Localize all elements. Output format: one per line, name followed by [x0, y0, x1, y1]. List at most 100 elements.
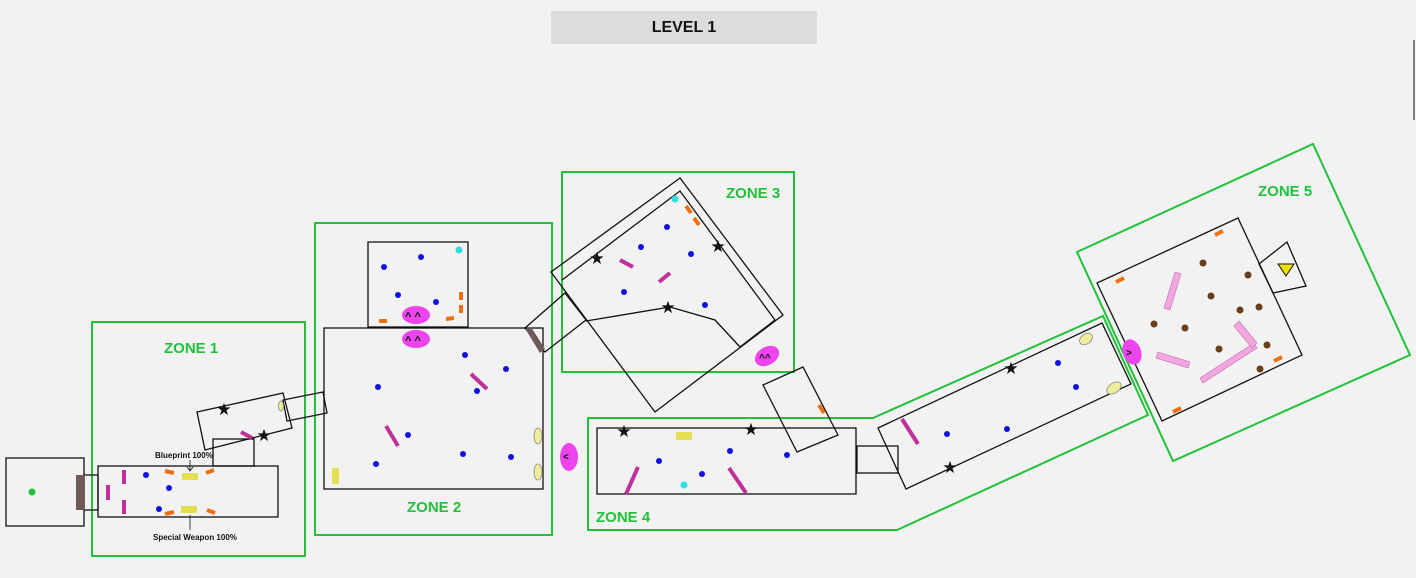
zone-5-exit-room	[1258, 240, 1307, 294]
enemy-dot	[508, 454, 514, 460]
zone-5-room	[1096, 217, 1303, 422]
enemy-dot	[462, 352, 468, 358]
star-icon: ★	[589, 249, 604, 269]
zone-2-border	[314, 222, 553, 536]
start-room	[5, 457, 85, 527]
star-icon: ★	[743, 420, 758, 440]
barrel	[1079, 332, 1093, 346]
cover-bar	[619, 258, 634, 269]
heavy-enemy-dot	[1150, 320, 1158, 328]
enemy-dot	[381, 264, 387, 270]
svg-text:>: >	[1126, 348, 1132, 359]
special-enemy-dot	[455, 246, 463, 254]
spawn-pods: ^ ^ ^ ^ < ^^ >	[402, 306, 1142, 471]
start-point	[28, 488, 36, 496]
special-enemy-dot	[680, 481, 688, 489]
ammo-pickup	[205, 468, 215, 475]
star-icon: ★	[616, 422, 631, 442]
enemy-dot	[656, 458, 662, 464]
enemy-dot	[699, 471, 705, 477]
boss-wall	[1233, 320, 1258, 349]
enemy-dot	[1073, 384, 1079, 390]
enemy-dot	[638, 244, 644, 250]
enemy-dot	[503, 366, 509, 372]
boss-wall	[1155, 351, 1191, 369]
enemy-dot	[433, 299, 439, 305]
enemy-dot	[166, 485, 172, 491]
star-icon: ★	[942, 458, 957, 478]
zone-2-main-room	[323, 327, 544, 490]
zone-3-border	[561, 171, 795, 373]
heavy-enemy-dot	[1215, 345, 1223, 353]
special-weapon-annotation: Special Weapon 100%	[153, 533, 237, 542]
ammo-pickup	[206, 508, 216, 515]
enemy-dot	[156, 506, 162, 512]
cover-bar	[240, 430, 253, 440]
enemy-dot	[373, 461, 379, 467]
svg-text:^^: ^^	[759, 353, 771, 364]
zone-4-label: ZONE 4	[596, 509, 651, 526]
ammo-pickup	[445, 316, 455, 321]
zone-5-label: ZONE 5	[1258, 183, 1312, 200]
ammo-pickup	[164, 469, 175, 475]
boss-wall	[1199, 342, 1258, 384]
enemy-dot	[395, 292, 401, 298]
barrel	[1106, 381, 1122, 395]
zone-4-long-corridor	[877, 322, 1132, 490]
heavy-enemy-dot	[1236, 306, 1244, 314]
barrel	[278, 400, 284, 412]
zone-1-border	[91, 321, 306, 557]
ammo-pickup	[1172, 406, 1182, 414]
ammo-pickup	[817, 403, 826, 415]
enemy-dot	[702, 302, 708, 308]
heavy-enemy-dot	[1207, 292, 1215, 300]
zone-4-border	[587, 314, 1150, 531]
zone-1-stair-room	[212, 438, 255, 467]
blueprint-arrow-head	[186, 466, 194, 472]
spawn-pod: <	[560, 443, 578, 471]
enemy-dot	[944, 431, 950, 437]
zone-2-label: ZONE 2	[407, 499, 461, 516]
star-icon: ★	[216, 400, 231, 420]
level-title: LEVEL 1	[551, 11, 817, 44]
cover-bar	[727, 466, 748, 495]
ammo-pickup	[1214, 229, 1224, 237]
zone-3-inner-floor	[585, 306, 741, 348]
cover-bar	[657, 271, 672, 284]
heavy-enemy-dot	[1199, 259, 1207, 267]
spawn-pod: ^ ^	[402, 330, 430, 348]
door	[76, 475, 85, 510]
spawn-pod: ^ ^	[402, 306, 430, 324]
enemy-dot	[405, 432, 411, 438]
blueprint-pickup	[182, 473, 198, 480]
enemy-dot	[727, 448, 733, 454]
ammo-pickup	[164, 510, 175, 516]
zone-1-main-room	[97, 465, 279, 518]
zone-5-border	[1075, 142, 1412, 463]
barrel	[533, 463, 543, 481]
enemy-dot	[143, 472, 149, 478]
barrel	[533, 427, 543, 445]
cover-bar	[469, 372, 489, 391]
heavy-enemy-dot	[1256, 365, 1264, 373]
star-icon: ★	[256, 426, 271, 446]
star-icon: ★	[710, 237, 725, 257]
svg-text:^ ^: ^ ^	[405, 311, 421, 323]
enemy-dot	[474, 388, 480, 394]
zone-2-upper-room	[367, 241, 469, 328]
enemy-dot	[375, 384, 381, 390]
enemy-dot	[418, 254, 424, 260]
zone-4-main-room	[596, 427, 857, 495]
enemy-dot	[784, 452, 790, 458]
spawn-pod: ^^	[754, 345, 780, 367]
svg-text:^ ^: ^ ^	[405, 335, 421, 347]
special-enemy-dot	[671, 195, 679, 203]
enemy-dot	[664, 224, 670, 230]
enemy-dot	[621, 289, 627, 295]
heavy-enemy-dot	[1181, 324, 1189, 332]
special-weapon-pickup	[181, 506, 197, 513]
heavy-enemy-dot	[1255, 303, 1263, 311]
heavy-enemy-dot	[1263, 341, 1271, 349]
boss-wall	[1163, 271, 1182, 311]
